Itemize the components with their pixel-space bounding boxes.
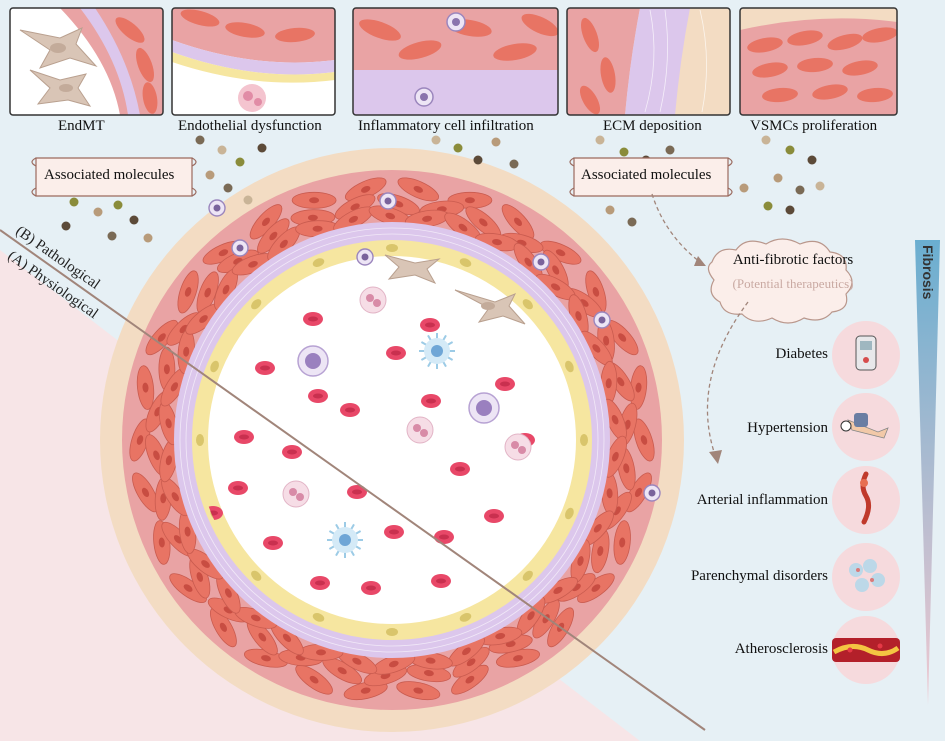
molecule-dot xyxy=(785,205,795,215)
panel-label-inflammatory-infiltration: Inflammatory cell infiltration xyxy=(358,118,534,134)
smooth-muscle-cell-ring xyxy=(129,177,655,701)
molecule-dot xyxy=(235,157,245,167)
condition-label-parenchymal-disorders: Parenchymal disorders xyxy=(690,568,828,584)
molecule-dot xyxy=(595,135,605,145)
panel-endmt-art xyxy=(10,8,163,115)
scroll-right-label: Associated molecules xyxy=(581,167,712,183)
condition-label-arterial-inflammation: Arterial inflammation xyxy=(696,492,828,508)
molecule-dot xyxy=(795,185,805,195)
fibrosis-label: Fibrosis xyxy=(920,245,936,300)
panel-label-endothelial-dysfunction: Endothelial dysfunction xyxy=(178,118,322,134)
molecule-dot xyxy=(763,201,773,211)
plaque-artery-icon xyxy=(832,638,900,662)
molecule-dot xyxy=(205,170,215,180)
cloud-title: Anti-fibrotic factors xyxy=(732,252,854,268)
fibroblast-cells xyxy=(384,254,526,325)
molecule-dot xyxy=(107,231,117,241)
arrow-to-diseases xyxy=(706,301,749,456)
endothelial-nucleus xyxy=(459,613,472,622)
molecule-dot xyxy=(761,135,771,145)
condition-label-diabetes: Diabetes xyxy=(775,346,828,362)
molecule-dot xyxy=(129,215,139,225)
tissue-cells-icon xyxy=(849,559,885,592)
molecule-dot xyxy=(113,200,123,210)
endothelial-nucleus xyxy=(386,244,398,252)
disease-icons xyxy=(832,321,900,684)
molecule-dot xyxy=(61,221,71,231)
panel-label-endmt: EndMT xyxy=(58,118,105,134)
molecule-dot xyxy=(143,233,153,243)
molecule-dot xyxy=(473,155,483,165)
arrow-to-cloud xyxy=(651,193,701,263)
molecule-dot xyxy=(739,183,749,193)
molecule-dot xyxy=(815,181,825,191)
condition-label-hypertension: Hypertension xyxy=(747,420,828,436)
panel-endothelial-art xyxy=(172,8,335,115)
scroll-right-shape xyxy=(569,157,733,197)
scroll-left-shape xyxy=(31,157,197,197)
endothelial-nucleus xyxy=(459,258,472,267)
endothelial-nucleus xyxy=(565,360,574,373)
condition-label-atherosclerosis: Atherosclerosis xyxy=(734,641,828,657)
panel-vsmc-art xyxy=(740,8,897,115)
molecule-dot xyxy=(195,135,205,145)
endothelial-nucleus xyxy=(251,299,262,310)
panel-frames xyxy=(9,7,898,116)
endothelial-nucleus xyxy=(312,258,325,267)
panel-ecm-art xyxy=(567,8,730,115)
cloud-subtitle: (Potential therapeutics) xyxy=(732,276,854,291)
cloud-shape xyxy=(707,238,853,324)
panel-label-vsmc-proliferation: VSMCs proliferation xyxy=(750,118,878,134)
panel-label-ecm-deposition: ECM deposition xyxy=(603,118,702,134)
endothelial-nucleus xyxy=(580,434,588,446)
endothelial-nucleus xyxy=(386,628,398,636)
molecule-dot xyxy=(807,155,817,165)
infiltrating-immune-cells xyxy=(208,192,661,502)
molecule-dot xyxy=(217,145,227,155)
blood-pressure-cuff-icon xyxy=(840,413,889,439)
panel-inflammatory-art xyxy=(353,8,558,115)
molecule-dot xyxy=(223,183,233,193)
molecule-dot xyxy=(431,135,441,145)
endothelial-nucleus xyxy=(565,507,574,520)
molecule-dot xyxy=(453,143,463,153)
molecule-dot xyxy=(257,143,267,153)
endothelial-nucleus xyxy=(312,613,325,622)
elastic-fibers xyxy=(179,227,605,653)
molecule-dot xyxy=(69,197,79,207)
molecule-dot xyxy=(491,137,501,147)
scroll-left-label: Associated molecules xyxy=(44,167,175,183)
molecule-dot xyxy=(243,195,253,205)
endothelial-nucleus xyxy=(196,434,204,446)
fibrosis-gradient-bar xyxy=(915,240,940,705)
endothelial-nucleus xyxy=(210,360,219,373)
endothelial-nucleus xyxy=(522,570,533,581)
molecule-dot xyxy=(773,173,783,183)
molecule-dot xyxy=(605,205,615,215)
endothelial-nucleus xyxy=(251,570,262,581)
molecule-dot xyxy=(619,147,629,157)
inflamed-artery-icon xyxy=(860,471,872,525)
molecule-dot xyxy=(93,207,103,217)
molecule-dot xyxy=(509,159,519,169)
lumen xyxy=(208,256,576,624)
lumen-cells xyxy=(203,286,535,595)
molecule-dot xyxy=(665,145,675,155)
divider-line xyxy=(0,229,706,731)
endothelial-nucleus xyxy=(522,299,533,310)
molecule-dot xyxy=(785,145,795,155)
glucose-meter-icon xyxy=(855,335,877,371)
molecule-dot xyxy=(627,217,637,227)
